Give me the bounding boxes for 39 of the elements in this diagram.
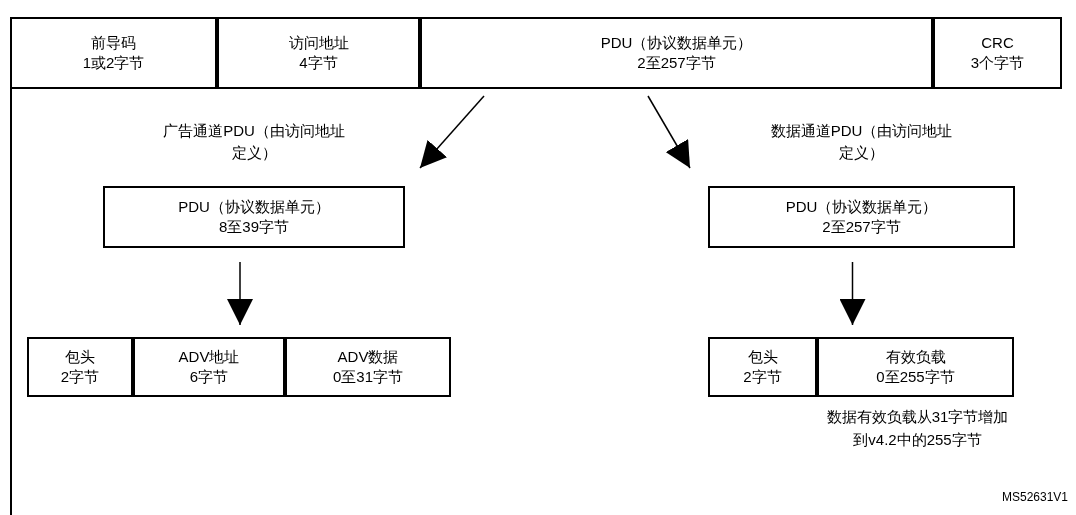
field-size: 2字节	[743, 367, 782, 387]
arrow	[839, 261, 866, 326]
field-name: PDU（协议数据单元）	[600, 33, 753, 53]
field-size: 3个字节	[970, 53, 1025, 73]
field-box	[133, 337, 285, 397]
field-name: 前导码	[91, 33, 136, 53]
arrow	[419, 95, 485, 169]
field-box	[817, 337, 1014, 397]
field-name: PDU（协议数据单元）	[785, 197, 938, 217]
field-size: 0至255字节	[876, 367, 955, 387]
field-size: 6字节	[189, 367, 229, 387]
field-box	[285, 337, 451, 397]
field-box	[10, 17, 217, 89]
field-box	[708, 337, 817, 397]
field-name: 有效负载	[885, 347, 946, 367]
field-box	[217, 17, 420, 89]
note-text: 数据有效负载从31字节增加到v4.2中的255字节	[825, 407, 1010, 450]
field-size: 1或2字节	[82, 53, 145, 73]
field-name: ADV地址	[178, 347, 240, 367]
field-size: 2字节	[60, 367, 100, 387]
arrow	[647, 95, 691, 169]
figure-code: MS52631V1	[1001, 490, 1068, 504]
channel-heading: 数据通道PDU（由访问地址定义）	[769, 121, 954, 163]
field-box	[27, 337, 133, 397]
field-size: 8至39字节	[219, 217, 289, 237]
field-name: PDU（协议数据单元）	[178, 197, 330, 217]
field-name: 包头	[747, 347, 778, 367]
field-size: 2至257字节	[822, 217, 901, 237]
field-size: 2至257字节	[637, 53, 716, 73]
field-name: CRC	[981, 33, 1014, 53]
field-box	[933, 17, 1062, 89]
arrow	[227, 261, 253, 326]
channel-heading: 广告通道PDU（由访问地址定义）	[162, 121, 346, 163]
field-name: 访问地址	[288, 33, 349, 53]
field-name: ADV数据	[337, 347, 399, 367]
field-name: 包头	[65, 347, 95, 367]
field-size: 0至31字节	[333, 367, 403, 387]
field-box	[420, 17, 933, 89]
field-size: 4字节	[299, 53, 338, 73]
